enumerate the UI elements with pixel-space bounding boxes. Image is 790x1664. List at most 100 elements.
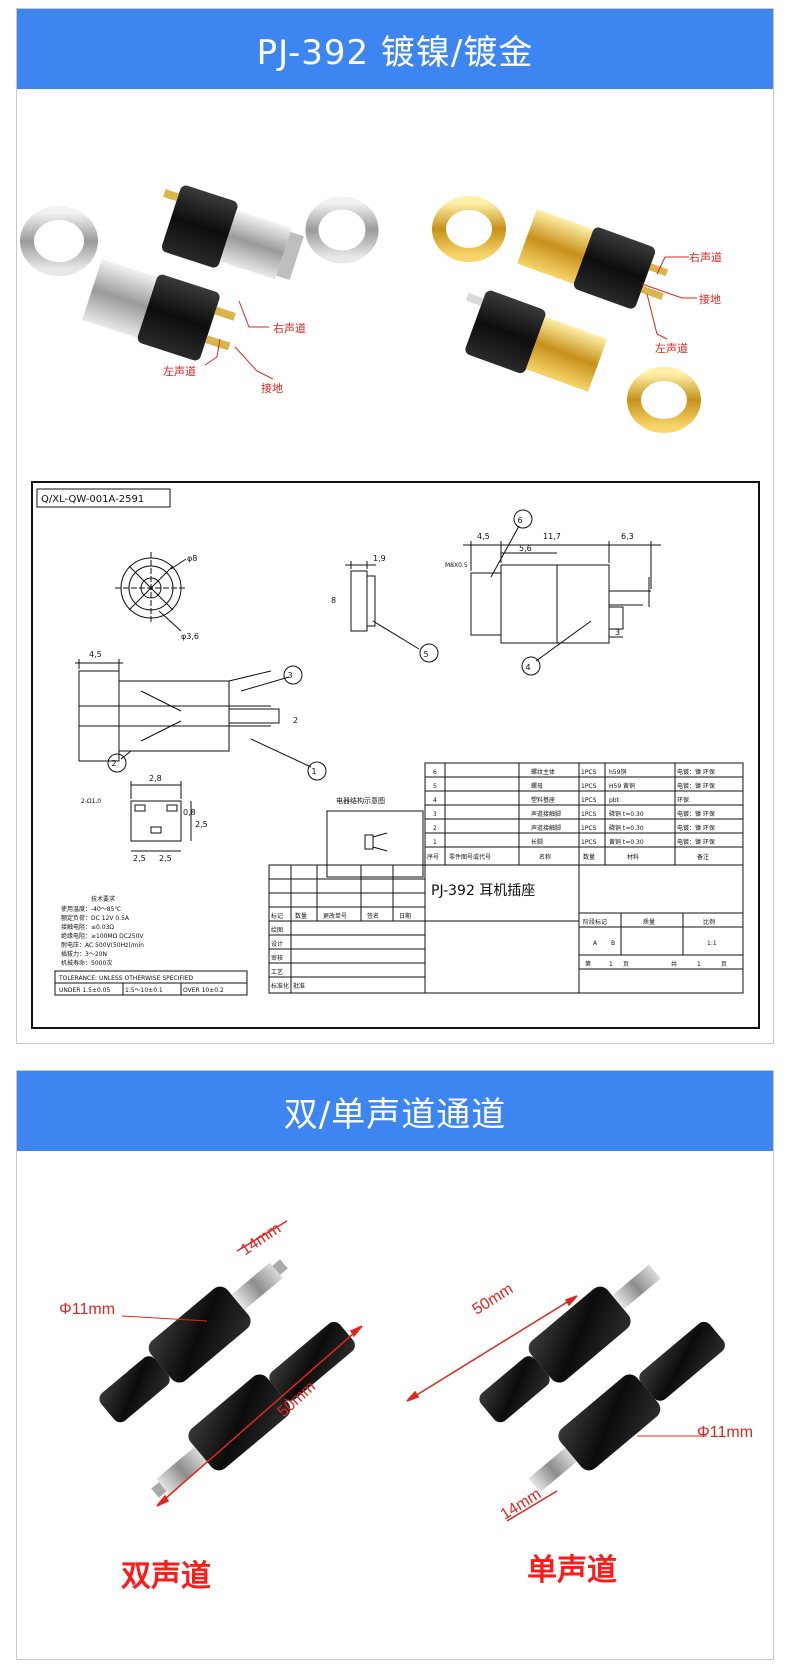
svg-text:电镀：镍 环保: 电镀：镍 环保 — [677, 768, 715, 776]
mono-diameter-label: Φ11mm — [697, 1424, 754, 1441]
svg-text:签名: 签名 — [367, 912, 379, 920]
svg-text:1PCS: 1PCS — [581, 769, 597, 776]
svg-text:4,5: 4,5 — [89, 650, 102, 659]
svg-text:共: 共 — [671, 960, 677, 968]
nickel-right-channel-label: 右声道 — [273, 322, 306, 335]
svg-text:2,5: 2,5 — [159, 854, 172, 863]
plug-illustration — [99, 1220, 725, 1522]
section-title-channels: 双/单声道通道 — [17, 1071, 773, 1151]
channel-panel: 双/单声道通道 — [16, 1070, 774, 1660]
svg-text:绝缘电阻：≥100MΩ DC250V: 绝缘电阻：≥100MΩ DC250V — [61, 932, 144, 940]
svg-text:5: 5 — [433, 783, 437, 790]
svg-text:2,5: 2,5 — [133, 854, 146, 863]
svg-text:设计: 设计 — [271, 940, 283, 948]
svg-text:TOLERANCE: UNLESS OTHERWISE SP: TOLERANCE: UNLESS OTHERWISE SPECIFIED — [58, 975, 194, 982]
svg-text:8: 8 — [331, 596, 336, 605]
svg-text:绘图: 绘图 — [271, 926, 283, 934]
svg-text:3: 3 — [287, 671, 292, 680]
gold-jack-back — [517, 209, 669, 309]
svg-text:技术要求: 技术要求 — [91, 895, 115, 903]
gold-nut-top — [432, 196, 506, 262]
svg-text:pbt: pbt — [609, 797, 620, 804]
svg-text:磷铜 t=0.30: 磷铜 t=0.30 — [609, 810, 644, 818]
svg-text:1: 1 — [433, 839, 437, 846]
nickel-left-channel-label: 左声道 — [163, 365, 196, 378]
svg-text:数量: 数量 — [295, 912, 307, 920]
side-view — [463, 509, 661, 676]
svg-text:材料: 材料 — [627, 853, 639, 861]
svg-text:OVER 10±0.2: OVER 10±0.2 — [183, 987, 224, 994]
nickel-jack-back — [161, 185, 304, 280]
bom-rows: 6 螺纹主体 1PCS h59铜 电镀：镍 环保 5 螺母 1PCS H59 黄… — [427, 768, 715, 861]
drawing-sheet: Q/XL-QW-001A-2591 φ8 φ3,6 1,9 — [31, 481, 760, 1029]
svg-text:工艺: 工艺 — [271, 968, 283, 976]
mono-plug-front — [528, 1321, 725, 1493]
schematic-box — [326, 810, 424, 878]
svg-text:1,9: 1,9 — [373, 554, 386, 563]
nickel-jack-front — [82, 259, 236, 361]
svg-text:2,8: 2,8 — [149, 774, 162, 783]
svg-text:声道接触脚: 声道接触脚 — [531, 824, 561, 832]
svg-text:1:1: 1:1 — [707, 940, 717, 947]
svg-text:11,7: 11,7 — [543, 532, 561, 541]
svg-text:M8X0.5: M8X0.5 — [445, 562, 468, 569]
svg-text:4: 4 — [433, 797, 437, 804]
svg-text:塑料基座: 塑料基座 — [531, 796, 555, 804]
svg-text:1PCS: 1PCS — [581, 839, 597, 846]
nickel-nut-left — [20, 206, 98, 276]
svg-text:2: 2 — [111, 759, 116, 768]
product-photos: 右声道 左声道 接地 右声道 接地 左声道 — [17, 89, 773, 469]
svg-text:电器结构示意图: 电器结构示意图 — [336, 796, 385, 805]
svg-text:机械寿命：5000次: 机械寿命：5000次 — [61, 959, 112, 967]
svg-text:0,8: 0,8 — [183, 808, 196, 817]
svg-text:声道接触脚: 声道接触脚 — [531, 810, 561, 818]
svg-text:1PCS: 1PCS — [581, 797, 597, 804]
stereo-diameter-label: Φ11mm — [59, 1301, 116, 1318]
svg-text:接触电阻：≤0.03Ω: 接触电阻：≤0.03Ω — [61, 923, 114, 931]
part-title: PJ-392 耳机插座 — [431, 883, 535, 899]
svg-text:质量: 质量 — [643, 918, 655, 926]
svg-text:螺纹主体: 螺纹主体 — [531, 768, 555, 776]
svg-text:2: 2 — [293, 716, 298, 725]
doc-code: Q/XL-QW-001A-2591 — [41, 494, 144, 505]
svg-text:电镀：镍 环保: 电镀：镍 环保 — [677, 782, 715, 790]
mono-plug-back — [479, 1264, 661, 1423]
svg-text:1: 1 — [609, 961, 613, 968]
svg-text:更改单号: 更改单号 — [323, 912, 347, 920]
svg-text:4: 4 — [525, 663, 530, 672]
svg-text:6: 6 — [433, 769, 437, 776]
svg-text:H59 黄铜: H59 黄铜 — [609, 782, 635, 790]
svg-text:环保: 环保 — [677, 796, 689, 804]
gold-left-channel-label: 左声道 — [655, 342, 688, 355]
svg-text:页: 页 — [721, 961, 727, 968]
stereo-plug-front — [151, 1321, 355, 1498]
svg-text:2-Ω1,0: 2-Ω1,0 — [81, 798, 101, 805]
svg-text:标准化: 标准化 — [271, 982, 289, 990]
gold-nut-bottom — [627, 367, 701, 433]
svg-text:5,6: 5,6 — [519, 544, 532, 553]
svg-text:审核: 审核 — [271, 954, 283, 962]
svg-text:6,3: 6,3 — [621, 532, 634, 541]
gold-jack-front — [465, 290, 608, 392]
svg-text:B: B — [611, 940, 615, 947]
svg-text:φ3,6: φ3,6 — [181, 632, 199, 641]
svg-text:6: 6 — [517, 516, 522, 525]
svg-text:耐电压：AC 500V(50Hz)/min: 耐电压：AC 500V(50Hz)/min — [61, 941, 144, 949]
svg-text:5: 5 — [423, 650, 428, 659]
svg-text:额定负荷：DC 12V 0.5A: 额定负荷：DC 12V 0.5A — [61, 914, 130, 922]
svg-text:零件图号或代号: 零件图号或代号 — [449, 853, 491, 861]
svg-text:1PCS: 1PCS — [581, 825, 597, 832]
svg-text:4,5: 4,5 — [477, 532, 490, 541]
svg-text:批准: 批准 — [293, 982, 305, 990]
svg-text:阶段标记: 阶段标记 — [583, 918, 607, 926]
svg-text:名称: 名称 — [539, 853, 551, 861]
stereo-plug-back — [99, 1259, 288, 1423]
svg-text:第: 第 — [585, 960, 591, 968]
section-title-plating: PJ-392 镀镍/镀金 — [17, 9, 773, 89]
svg-text:h59铜: h59铜 — [609, 768, 626, 776]
svg-text:1PCS: 1PCS — [581, 783, 597, 790]
svg-text:电镀：镍 环保: 电镀：镍 环保 — [677, 810, 715, 818]
nickel-ground-label: 接地 — [261, 382, 283, 395]
svg-text:电镀：镍 环保: 电镀：镍 环保 — [677, 838, 715, 846]
svg-text:插拔力：3～20N: 插拔力：3～20N — [61, 950, 107, 958]
